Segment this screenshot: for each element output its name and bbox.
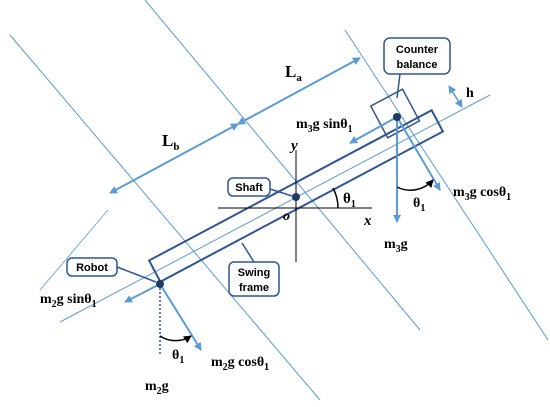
Lb-dimension-arrow	[109, 123, 239, 194]
guide-line-right	[344, 29, 549, 341]
h-label: h	[466, 86, 474, 101]
guide-line-left	[9, 34, 321, 401]
guide-line-middle	[144, 0, 421, 331]
m3g-cos-label: m3g cosθ1	[453, 185, 511, 203]
m3g-sin-label: m3g sinθ1	[296, 117, 353, 135]
swing-frame-callout: Swing frame	[228, 242, 280, 297]
theta-arc-robot	[159, 335, 192, 344]
robot-point	[156, 280, 164, 288]
guide-line-robot	[39, 209, 109, 291]
shaft-label: Shaft	[235, 182, 263, 194]
m2g-cos-arrow	[159, 283, 202, 351]
Lb-label: Lb	[162, 131, 179, 153]
shaft-point	[292, 193, 300, 201]
m3g-cos-arrow	[396, 116, 441, 191]
counter-balance-label-1: Counter	[396, 44, 439, 56]
robot-label: Robot	[76, 262, 108, 274]
m2g-cos-label: m2g cosθ1	[211, 355, 269, 373]
theta-robot-label: θ1	[172, 348, 184, 366]
counter-balance-callout: Counter balance	[383, 37, 451, 99]
counter-balance-label-2: balance	[397, 59, 438, 71]
m3g-label: m3g	[384, 237, 408, 255]
La-label: La	[285, 62, 302, 84]
x-axis-label: x	[363, 213, 372, 229]
origin-label: o	[283, 209, 290, 224]
swing-frame-label-2: frame	[239, 282, 269, 294]
robot-callout: Robot	[66, 257, 157, 283]
theta-arc-counter	[396, 179, 434, 191]
theta-counter-label: θ1	[413, 196, 425, 214]
y-axis-label: y	[289, 138, 298, 154]
theta-arc-shaft	[332, 187, 339, 209]
m2g-label: m2g	[145, 379, 169, 397]
swing-frame	[147, 108, 445, 284]
h-dimension-arrow	[448, 85, 463, 108]
m3g-sin-arrow	[349, 116, 398, 144]
counter-balance-point	[393, 113, 401, 121]
theta-shaft-label: θ1	[343, 191, 356, 210]
La-dimension-arrow	[237, 57, 361, 125]
m2g-sin-label: m2g sinθ1	[40, 292, 97, 310]
shaft-callout: Shaft	[227, 177, 293, 197]
swing-frame-label-1: Swing	[238, 267, 270, 279]
m2g-sin-arrow	[124, 283, 161, 303]
